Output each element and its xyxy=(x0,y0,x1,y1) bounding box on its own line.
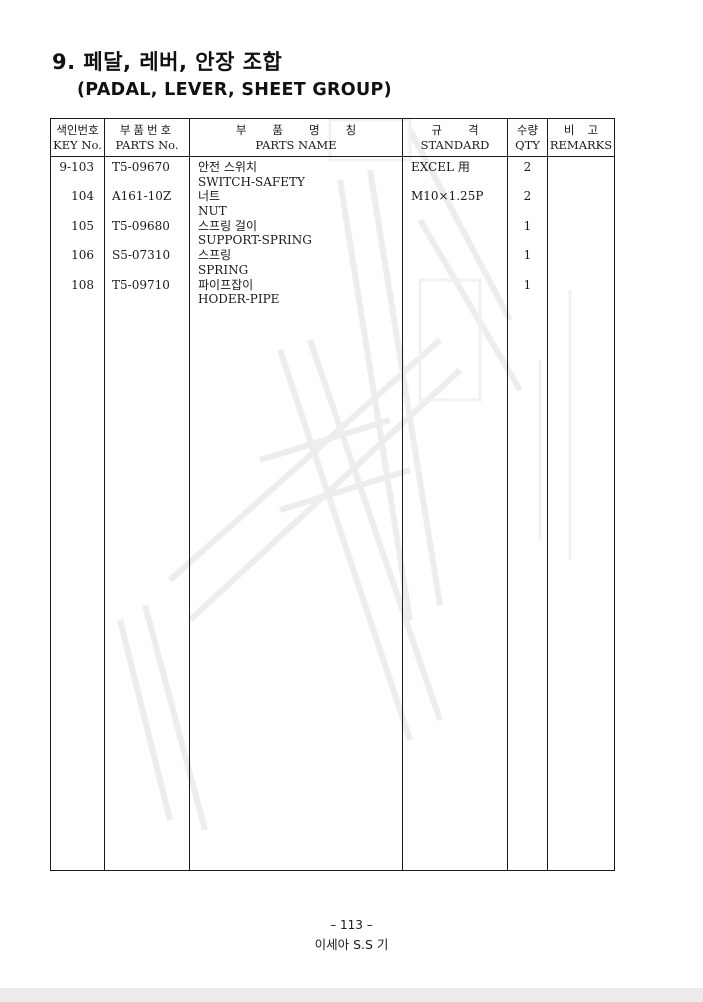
header-std-en: STANDARD xyxy=(420,137,490,152)
part-no: T5-09710 xyxy=(112,277,170,292)
header-name-ko: 부품명칭 xyxy=(235,122,383,137)
header-rem-ko: 비고 xyxy=(563,122,612,137)
part-no: T5-09670 xyxy=(112,160,170,174)
header-qty-ko: 수량 xyxy=(516,122,539,137)
key-no: 105 xyxy=(71,218,94,233)
standard-column: EXCEL 用 M10×1.25P xyxy=(402,156,508,871)
key-no: 108 xyxy=(71,277,94,292)
header-key-no: 색인번호 KEY No. xyxy=(50,118,105,157)
part-no: S5-07310 xyxy=(112,248,171,263)
qty-value: 1 xyxy=(523,218,532,233)
parts-table: 색인번호 KEY No. 부품번호 PARTS No. 부품명칭 PARTS N… xyxy=(50,118,615,871)
header-qty-en: QTY xyxy=(515,137,540,152)
standard-value xyxy=(403,219,507,234)
part-name-en: SWITCH-SAFETY xyxy=(198,174,305,189)
part-name-en: HODER-PIPE xyxy=(198,292,280,307)
standard-value: EXCEL 用 xyxy=(411,160,470,174)
key-no: 106 xyxy=(71,248,94,263)
part-name-en: NUT xyxy=(198,204,227,219)
qty-value: 1 xyxy=(523,277,532,292)
part-name-ko: 스프링 걸이 xyxy=(198,218,258,233)
page-title: 9. 페달, 레버, 안장 조합 xyxy=(52,50,283,74)
header-key-ko: 색인번호 xyxy=(56,122,99,137)
header-part-en: PARTS No. xyxy=(115,137,179,152)
header-name-en: PARTS NAME xyxy=(255,137,337,152)
page-subtitle: (PADAL, LEVER, SHEET GROUP) xyxy=(77,80,392,100)
qty-column: 2 2 1 1 1 xyxy=(507,156,548,871)
qty-value: 2 xyxy=(523,160,532,174)
standard-value xyxy=(403,248,507,263)
company-name: 이세아 S.S 기 xyxy=(314,937,389,952)
part-name-column: 안전 스위치 SWITCH-SAFETY 너트 NUT 스프링 걸이 SUPPO… xyxy=(189,156,403,871)
part-name-en: SPRING xyxy=(198,262,249,277)
qty-value: 1 xyxy=(523,248,532,263)
part-name-ko: 안전 스위치 xyxy=(198,160,258,174)
header-part-ko: 부품번호 xyxy=(119,122,175,137)
key-column: 9-103 104 105 106 108 xyxy=(50,156,105,871)
header-qty: 수량 QTY xyxy=(507,118,548,157)
key-no: 9-103 xyxy=(59,160,94,174)
header-parts-name: 부품명칭 PARTS NAME xyxy=(189,118,403,157)
table-body-row: 9-103 104 105 106 108 T5-09670 A161-10Z … xyxy=(50,156,615,871)
key-no: 104 xyxy=(71,189,94,204)
table-header-row: 색인번호 KEY No. 부품번호 PARTS No. 부품명칭 PARTS N… xyxy=(50,118,615,157)
header-remarks: 비고 REMARKS xyxy=(547,118,615,157)
part-no: A161-10Z xyxy=(112,189,172,204)
qty-value: 2 xyxy=(523,189,532,204)
header-parts-no: 부품번호 PARTS No. xyxy=(104,118,190,157)
part-name-ko: 너트 xyxy=(198,189,221,204)
header-std-ko: 규격 xyxy=(431,122,505,137)
scan-bottom-edge xyxy=(0,988,703,1002)
header-rem-en: REMARKS xyxy=(549,137,613,152)
part-no-column: T5-09670 A161-10Z T5-09680 S5-07310 T5-0… xyxy=(104,156,190,871)
header-standard: 규격 STANDARD xyxy=(402,118,508,157)
part-name-ko: 스프링 xyxy=(198,248,232,263)
part-name-ko: 파이프잡이 xyxy=(198,277,254,292)
part-no: T5-09680 xyxy=(112,218,170,233)
part-name-en: SUPPORT-SPRING xyxy=(198,233,312,248)
standard-value xyxy=(403,278,507,293)
page-number: – 113 – xyxy=(330,918,373,932)
remarks-column xyxy=(547,156,615,871)
header-key-en: KEY No. xyxy=(53,137,102,152)
standard-value: M10×1.25P xyxy=(411,189,484,204)
